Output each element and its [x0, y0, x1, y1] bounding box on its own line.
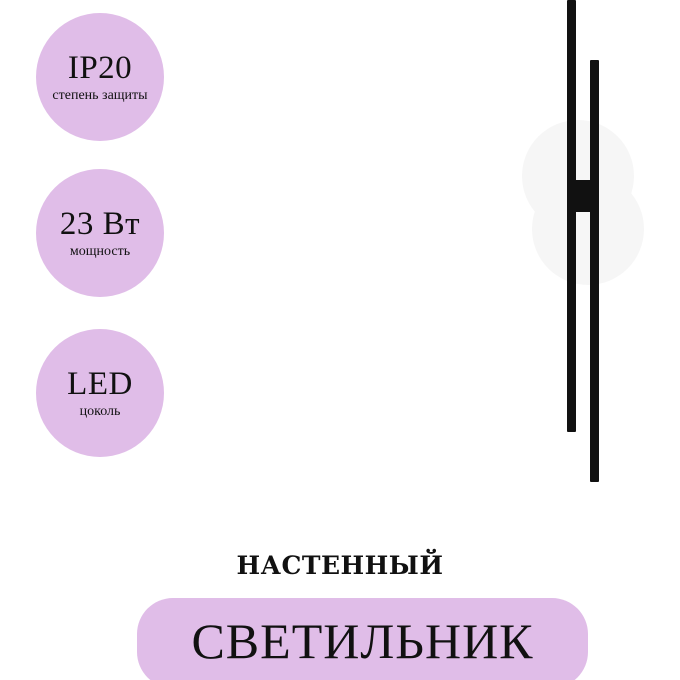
- badge-socket-value: LED: [67, 365, 133, 402]
- lamp-rod-left: [567, 0, 576, 432]
- heading-pill: СВЕТИЛЬНИК: [137, 598, 588, 680]
- heading-title: СВЕТИЛЬНИК: [191, 613, 534, 669]
- badge-socket: LED цоколь: [36, 329, 164, 457]
- badge-protection-value: IP20: [67, 49, 133, 86]
- lamp-mount: [576, 180, 590, 212]
- badge-protection: IP20 степень защиты: [36, 13, 164, 141]
- badge-power: 23 Вт мощность: [36, 169, 164, 297]
- lamp-rod-right: [590, 60, 599, 482]
- badge-socket-label: цоколь: [79, 403, 121, 419]
- lamp-disc-right: [532, 173, 644, 285]
- badge-protection-label: степень защиты: [52, 87, 148, 103]
- badge-power-value: 23 Вт: [59, 205, 141, 242]
- wall-lamp-icon: [522, 0, 644, 482]
- badge-power-label: мощность: [69, 243, 131, 259]
- heading-subtitle: НАСТЕННЫЙ: [236, 551, 444, 580]
